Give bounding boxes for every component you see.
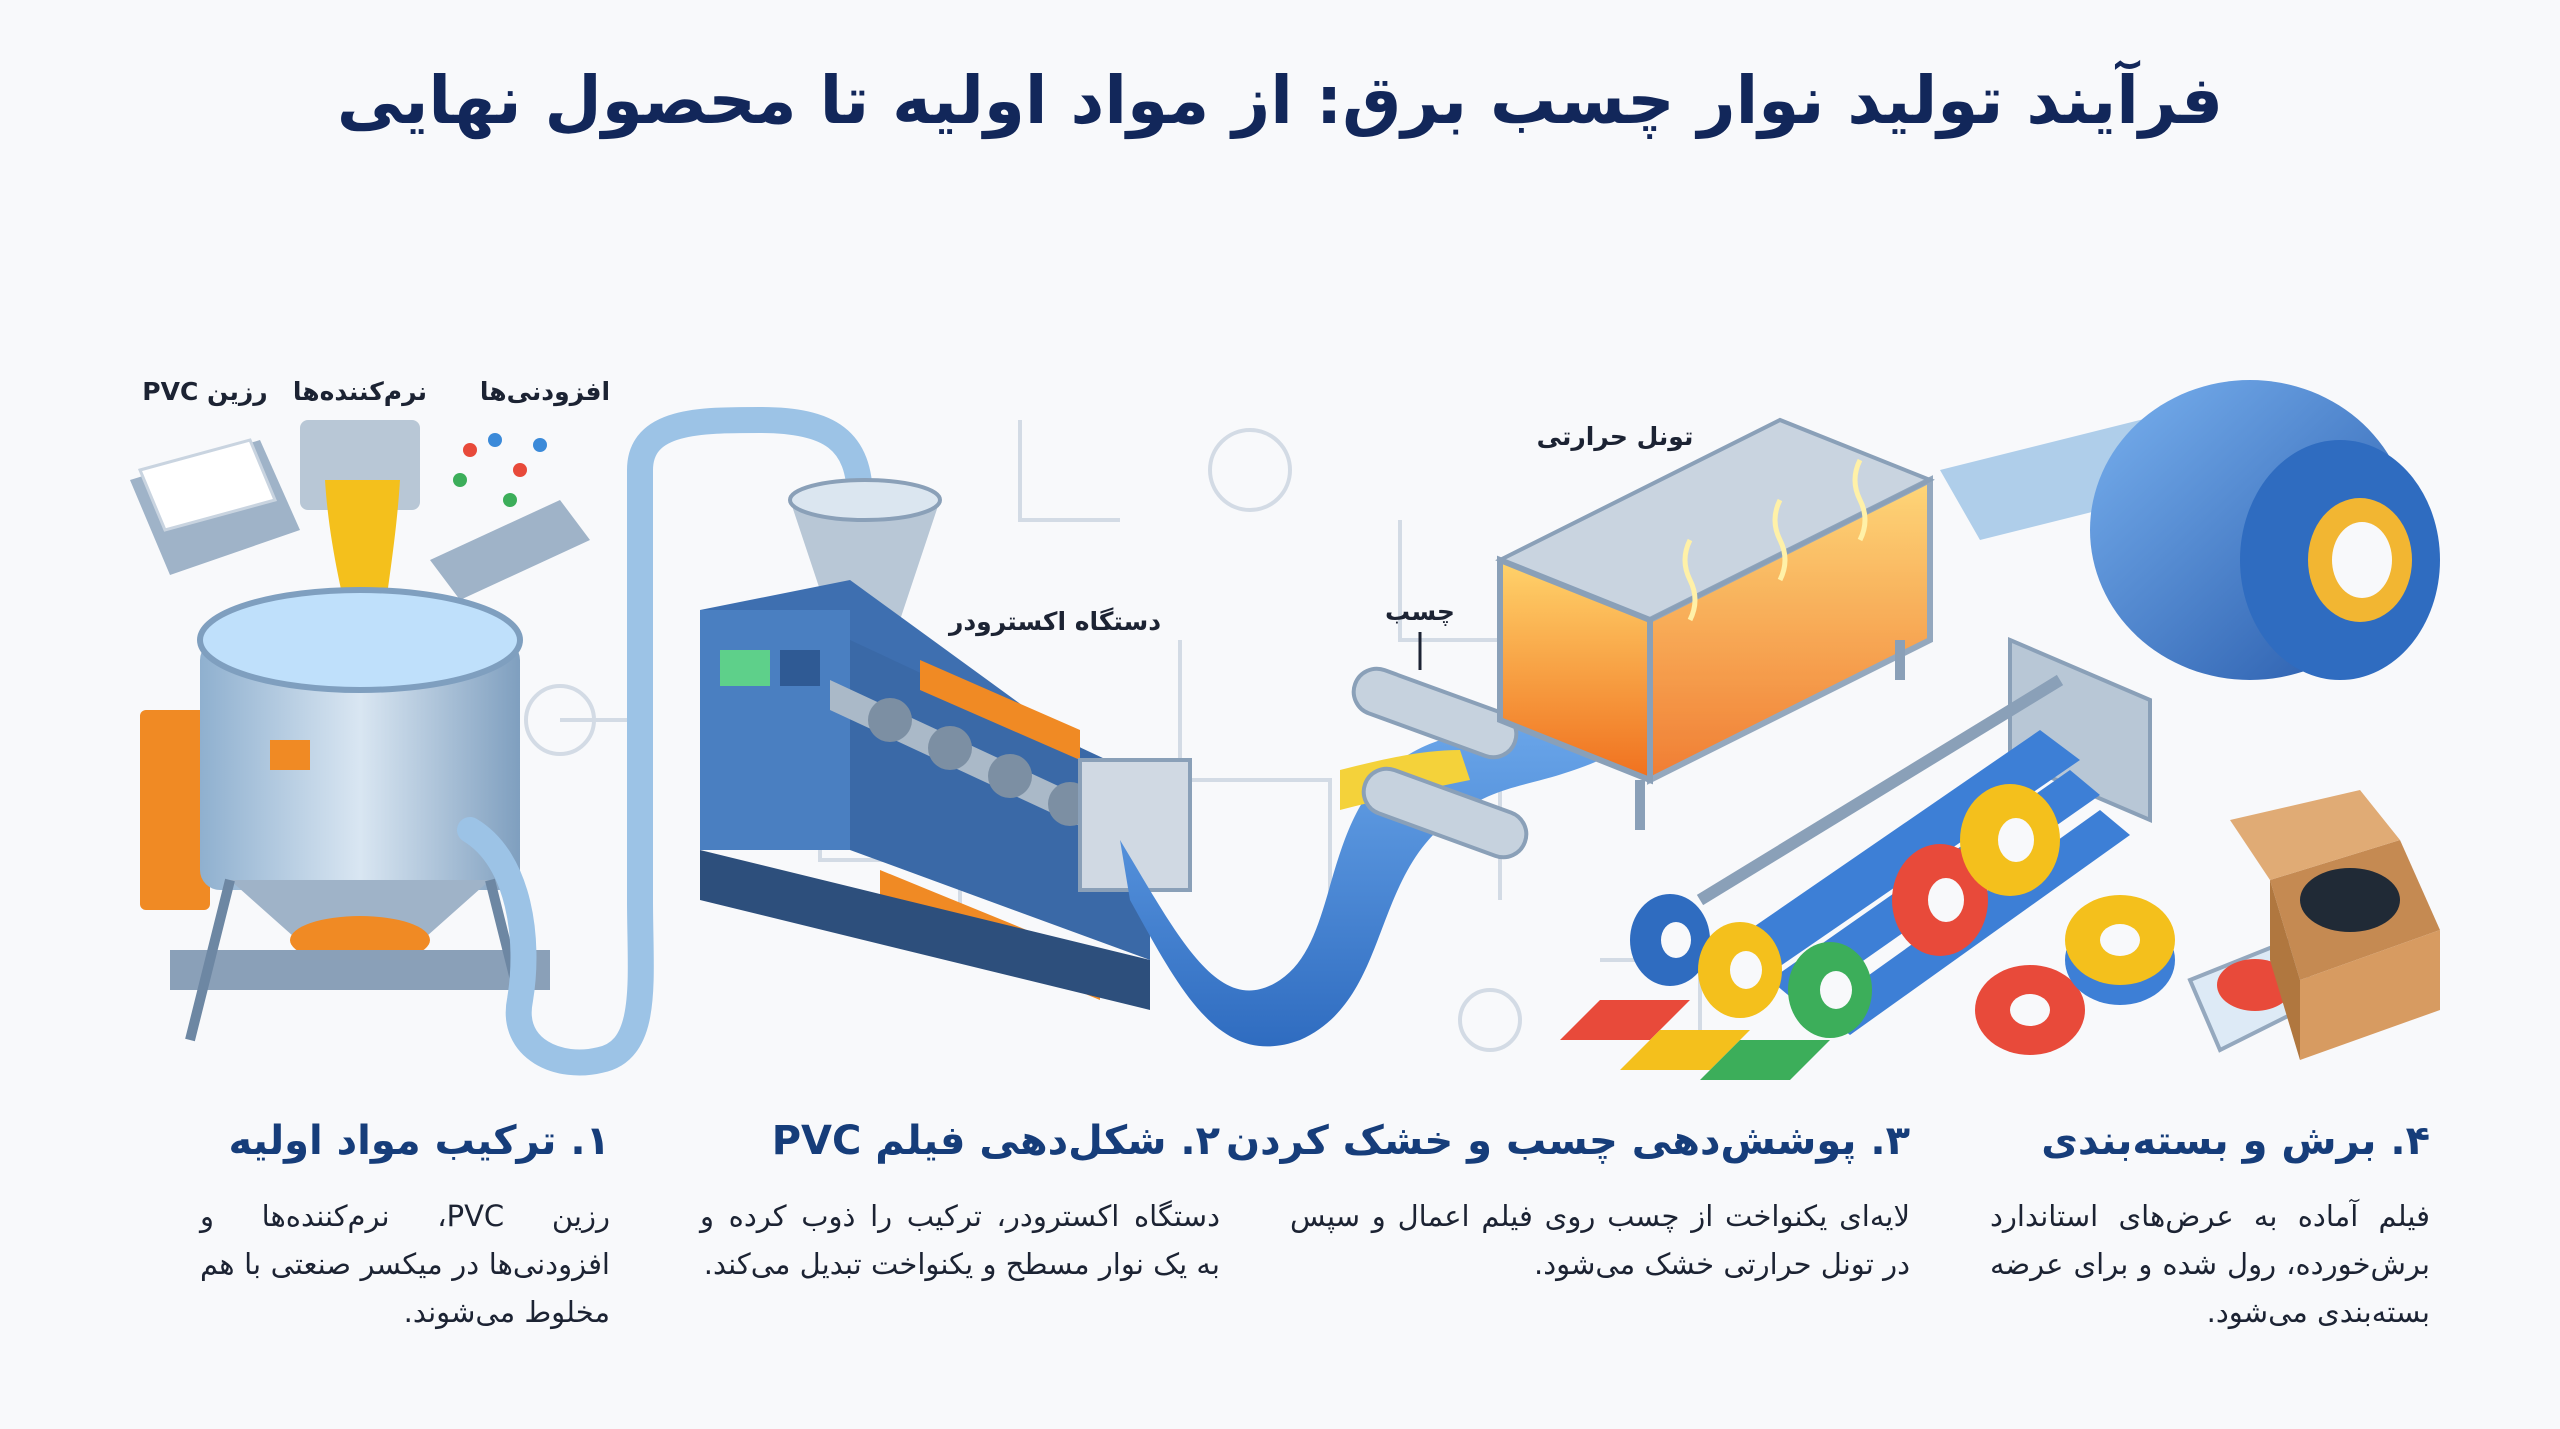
step-4-text: فیلم آماده به عرض‌های استاندارد برش‌خورد… bbox=[1990, 1199, 2430, 1329]
label-resin: رزین PVC bbox=[142, 377, 267, 407]
label-additives: افزودنی‌ها bbox=[480, 377, 610, 407]
heat-tunnel bbox=[1495, 417, 1935, 830]
yellow-roll-icon bbox=[1960, 784, 2060, 896]
label-plasticizers: نرم‌کننده‌ها bbox=[293, 377, 427, 407]
big-tape-roll bbox=[2090, 380, 2440, 680]
green-roll-icon bbox=[1788, 942, 1872, 1038]
mixer-station bbox=[130, 420, 590, 1042]
step-3-heading: ۳. پوشش‌دهی چسب و خشک کردن bbox=[1226, 1118, 1910, 1164]
step-4-heading: ۴. برش و بسته‌بندی bbox=[2041, 1118, 2430, 1164]
step-1-text: رزین PVC، نرم‌کننده‌ها و افزودنی‌ها در م… bbox=[200, 1199, 610, 1329]
page-title: فرآیند تولید نوار چسب برق: از مواد اولیه… bbox=[336, 62, 2224, 139]
feed-pipe bbox=[457, 406, 873, 1076]
step-4: ۴. برش و بسته‌بندی فیلم آماده به عرض‌های… bbox=[1990, 1118, 2430, 1336]
pvc-film bbox=[1120, 720, 1600, 1047]
step-2-heading: ۲. شکل‌دهی فیلم PVC bbox=[771, 1118, 1220, 1164]
yellow-roll-icon bbox=[1698, 922, 1782, 1018]
step-3: ۳. پوشش‌دهی چسب و خشک کردن لایه‌ای یکنوا… bbox=[1226, 1118, 1910, 1288]
label-tunnel: تونل حرارتی bbox=[1537, 422, 1694, 452]
extruder-machine bbox=[700, 478, 1192, 1010]
step-1-heading: ۱. ترکیب مواد اولیه bbox=[228, 1118, 611, 1164]
blue-roll-icon bbox=[1630, 894, 1710, 986]
label-extruder: دستگاه اکسترودر bbox=[947, 607, 1161, 637]
packaged-products bbox=[1975, 790, 2440, 1060]
step-2-text: دستگاه اکسترودر، ترکیب را ذوب کرده و به … bbox=[700, 1199, 1220, 1281]
step-2: ۲. شکل‌دهی فیلم PVC دستگاه اکسترودر، ترک… bbox=[700, 1118, 1220, 1288]
step-1: ۱. ترکیب مواد اولیه رزین PVC، نرم‌کننده‌… bbox=[200, 1118, 610, 1336]
red-roll-icon bbox=[1892, 844, 1988, 956]
step-3-text: لایه‌ای یکنواخت از چسب روی فیلم اعمال و … bbox=[1290, 1199, 1910, 1281]
label-adhesive: چسب bbox=[1385, 597, 1455, 626]
coating-rollers bbox=[1351, 666, 1529, 860]
small-rolls bbox=[1630, 784, 2060, 1038]
